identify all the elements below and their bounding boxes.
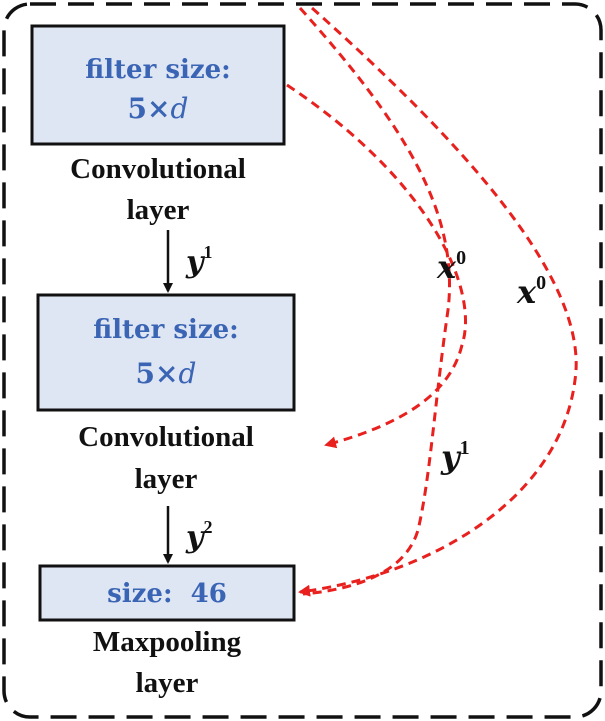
conv-1-filter-value: 5×d (128, 92, 189, 125)
conv-block-1 (30, 24, 286, 146)
conv-1-caption-line1: Convolutional (70, 153, 246, 185)
skip-arrow-y1-to-pool (298, 7, 451, 596)
conv-2-caption-line1: Convolutional (78, 421, 254, 453)
pool-caption-line1: Maxpooling (93, 626, 242, 658)
arrow-y1-label: y1 (185, 242, 212, 280)
pool-size-label: size: 46 (107, 579, 227, 609)
conv-1-caption-line2: layer (127, 194, 190, 226)
pool-caption-line2: layer (136, 667, 199, 699)
pool-block (38, 564, 296, 622)
conv-2-caption-line2: layer (135, 463, 198, 495)
skip-label-x0-a: x0 (436, 247, 466, 286)
conv-2-filter-value: 5×d (136, 357, 197, 390)
conv-1-filter-label: filter size: (85, 55, 231, 85)
conv-block-2 (36, 293, 296, 412)
skip-arrow-x0-to-conv2 (286, 83, 467, 449)
skip-arrow-x0-to-pool (298, 6, 578, 597)
conv-2-filter-label: filter size: (93, 315, 239, 345)
skip-label-x0-b: x0 (516, 272, 546, 311)
skip-label-y1: y1 (440, 437, 470, 476)
arrow-y2-label: y2 (185, 517, 212, 555)
